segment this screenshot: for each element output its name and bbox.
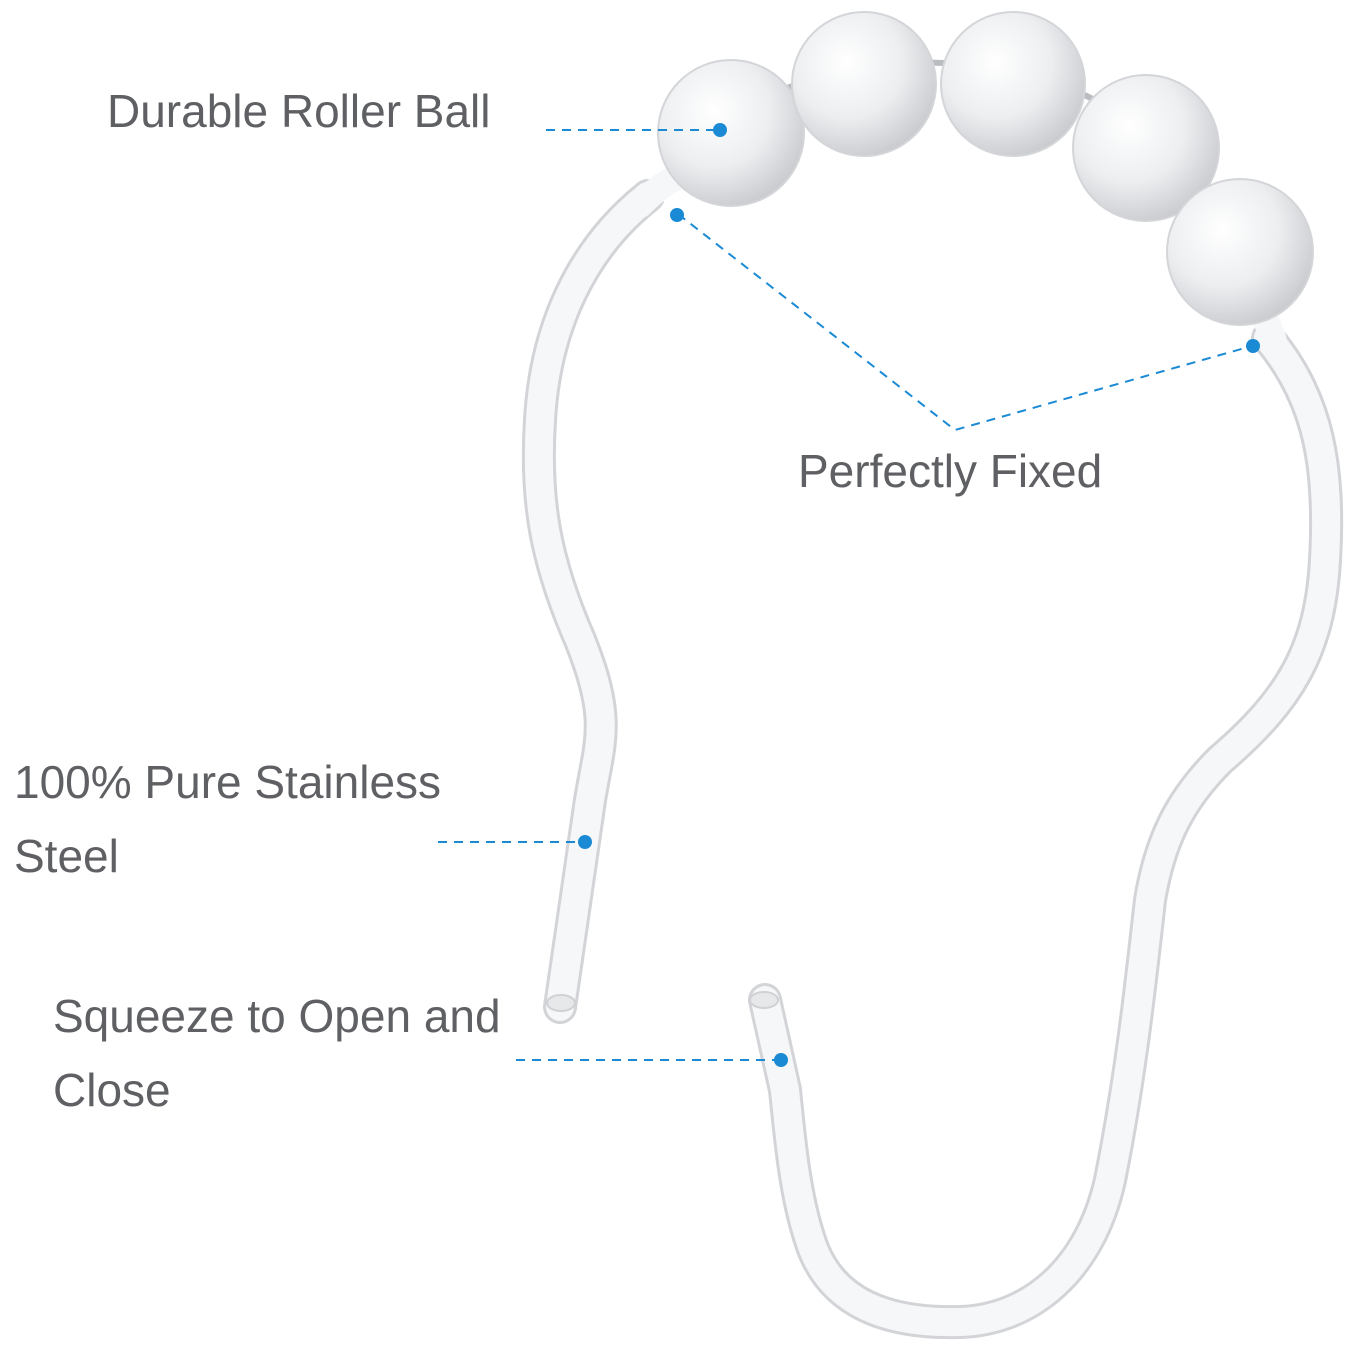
callout-label-perfectly-fixed: Perfectly Fixed [798, 434, 1102, 508]
hook-tip-right [749, 991, 779, 1009]
callout-text: Durable Roller Ball [107, 85, 491, 137]
callout-text-line-2: Close [53, 1064, 171, 1116]
roller-bead [1072, 74, 1220, 222]
leader-perfectly-fixed [677, 213, 1253, 432]
roller-bead [940, 11, 1086, 157]
callout-text: Perfectly Fixed [798, 445, 1103, 497]
callout-dot [670, 208, 684, 222]
callout-label-roller-ball: Durable Roller Ball [107, 74, 491, 148]
callout-dot [774, 1053, 788, 1067]
callout-text-line-1: 100% Pure Stainless [14, 756, 442, 808]
hook-tip-left [546, 994, 576, 1012]
roller-bead [657, 59, 805, 207]
callout-text-line-1: Squeeze to Open and [53, 990, 501, 1042]
roller-bead [1166, 178, 1314, 326]
hook-wire-body [524, 182, 1341, 1337]
callout-lines [438, 129, 1253, 1061]
callout-label-squeeze-open: Squeeze to Open and Close [53, 979, 501, 1127]
callout-label-stainless-steel: 100% Pure Stainless Steel [14, 745, 441, 893]
callout-dots [578, 123, 1260, 1067]
roller-bead [791, 11, 937, 157]
callout-dot [578, 835, 592, 849]
hook-wire [521, 159, 1344, 1340]
callout-text-line-2: Steel [14, 830, 119, 882]
callout-dot [1246, 339, 1260, 353]
roller-beads [657, 11, 1314, 326]
callout-dot [713, 123, 727, 137]
